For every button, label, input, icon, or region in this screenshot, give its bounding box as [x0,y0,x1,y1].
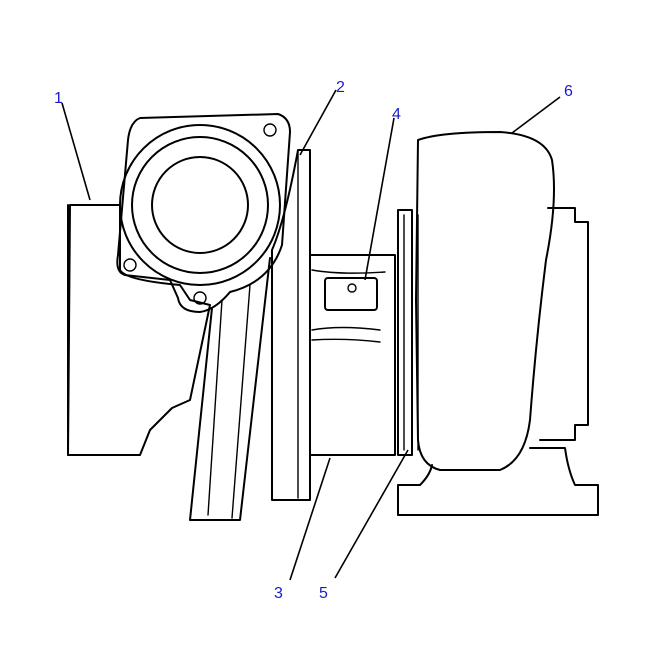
leader-2 [299,89,337,156]
turbine-flange [116,113,291,313]
callout-2: 2 [336,79,345,96]
callout-4: 4 [392,106,401,123]
leader-4 [364,117,395,281]
leader-3 [289,457,331,581]
bearing-housing [309,254,396,456]
leader-1 [61,102,91,201]
leader-5 [334,449,409,579]
leader-lines [61,89,561,581]
callout-6: 6 [564,83,573,100]
turbine-scroll [189,257,271,521]
callout-1: 1 [54,90,63,107]
compressor-backplate [397,209,419,456]
center-clamp-band [271,149,311,501]
callout-5: 5 [319,585,328,602]
callout-labels: 1 2 3 4 5 6 [54,79,573,602]
leader-6 [511,96,561,134]
compressor-housing [397,131,599,516]
turbine-housing [67,204,211,456]
callout-3: 3 [274,585,283,602]
